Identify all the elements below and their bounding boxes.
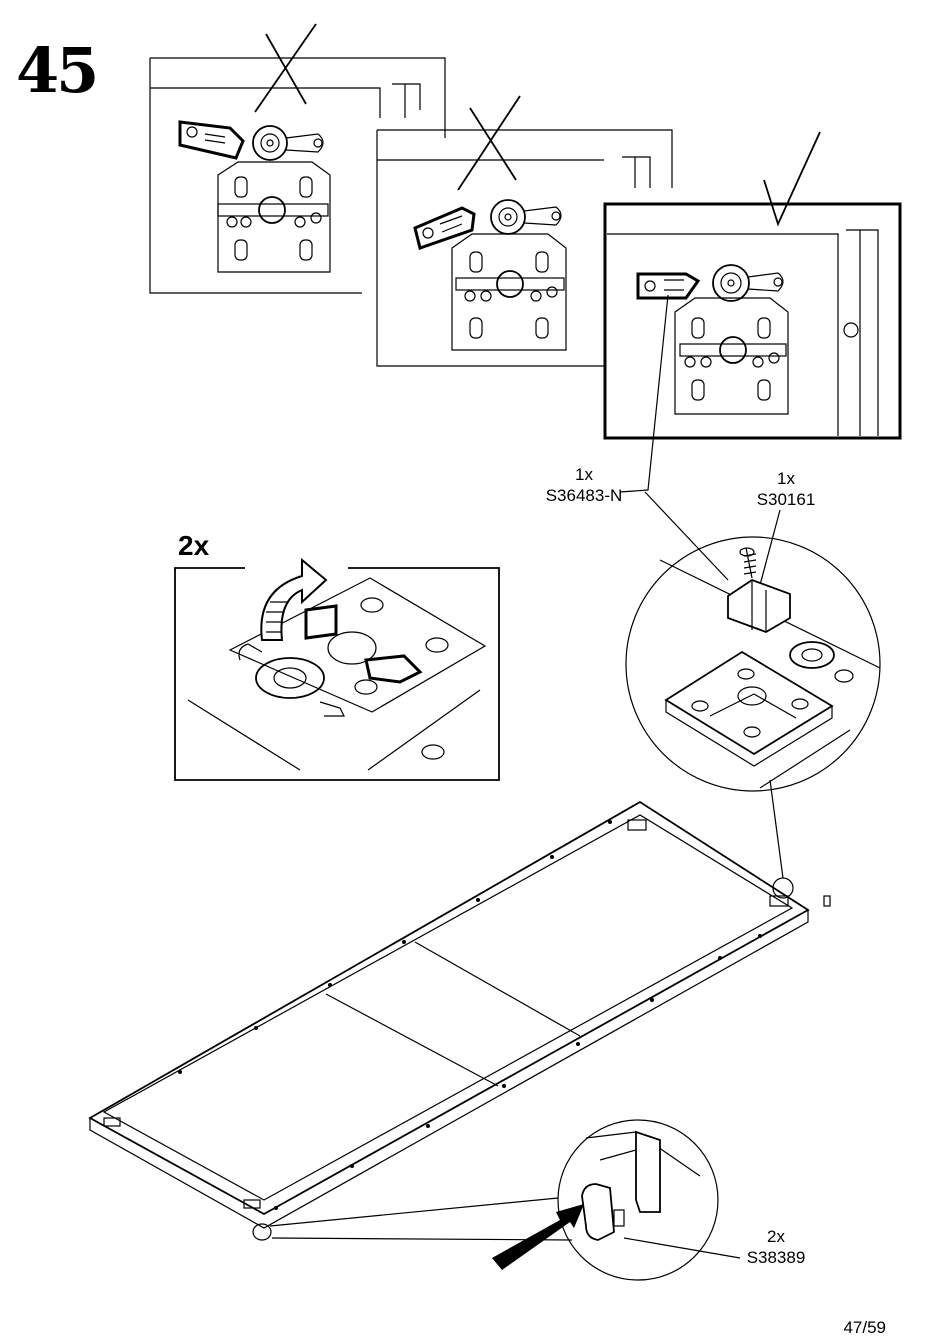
part-code: S36483-N [544,485,624,506]
wrong-position-panel-1 [150,24,445,293]
part-label-1: 1x S36483-N [544,464,624,507]
part-code: S38389 [734,1247,818,1268]
part-code: S30161 [736,489,836,510]
part-qty: 1x [736,468,836,489]
wrong-cross-icon [458,96,520,190]
push-arrow-icon [492,1204,584,1270]
callout-quantity: 2x [178,530,209,562]
part-qty: 2x [734,1226,818,1247]
part-label-3: 2x S38389 [734,1226,818,1269]
correct-position-panel [605,132,900,438]
part-label-2: 1x S30161 [736,468,836,511]
part-qty: 1x [544,464,624,485]
slider-detail-circle [492,1120,740,1280]
door-panel [90,780,830,1240]
rotate-detail-box [175,560,499,780]
page-number: 47/59 [843,1318,886,1338]
fitting-detail-circle [626,537,880,791]
wrong-cross-icon [255,24,316,112]
